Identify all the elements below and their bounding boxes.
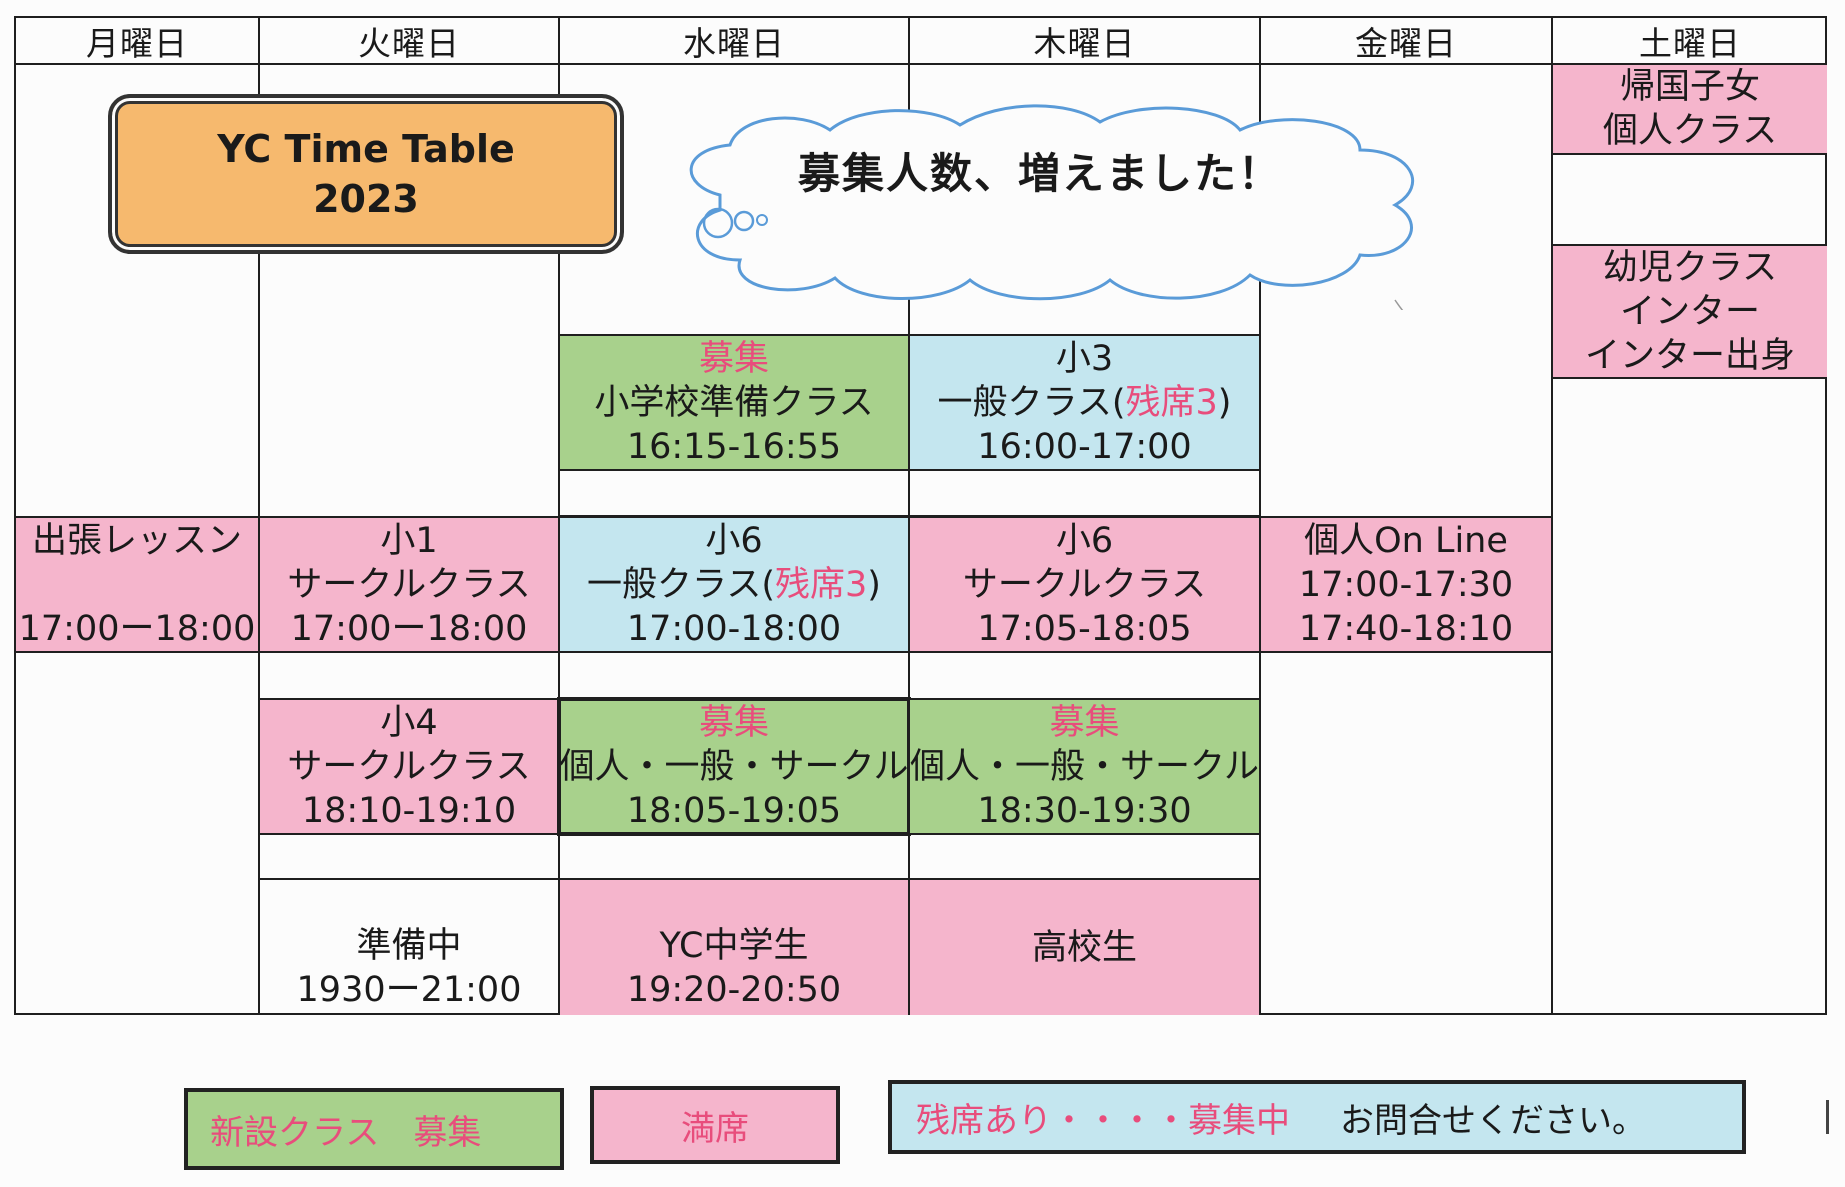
class-name: 個人・一般・サークル <box>559 746 909 787</box>
edge-mark <box>1826 1100 1829 1134</box>
class-thu-sho6[interactable]: 小6 サークルクラス 17:05-18:05 <box>910 516 1259 653</box>
class-time: 17:00-17:30 <box>1298 564 1514 605</box>
class-thu-kokosei[interactable]: 高校生 <box>910 880 1259 1015</box>
class-name: 帰国子女 <box>1619 67 1760 107</box>
column-divider <box>258 18 260 1013</box>
column-divider <box>1259 18 1261 1013</box>
class-name: YC中学生 <box>659 925 809 966</box>
class-grade: 小1 <box>380 520 438 561</box>
class-type: 一般クラス( <box>587 564 776 605</box>
class-name: 出張レッスン <box>31 520 242 561</box>
class-fri-kojin-online[interactable]: 個人On Line 17:00-17:30 17:40-18:10 <box>1261 516 1551 653</box>
title-year: 2023 <box>313 177 419 221</box>
class-time: 18:10-19:10 <box>301 790 517 831</box>
class-time: 16:00-17:00 <box>977 426 1192 467</box>
row-divider <box>560 515 1259 517</box>
class-time: 17:00-18:00 <box>626 608 842 649</box>
remaining-seats: 残席3 <box>775 564 868 605</box>
paren-close: ) <box>1217 382 1232 423</box>
class-name: 高校生 <box>1031 927 1137 968</box>
class-mon-shutcho[interactable]: 出張レッスン 17:00ー18:00 <box>16 516 258 653</box>
remaining-seats: 残席3 <box>1125 382 1218 423</box>
class-tue-sho1[interactable]: 小1 サークルクラス 17:00ー18:00 <box>260 516 558 653</box>
class-name: 一般クラス(残席3) <box>938 381 1232 425</box>
class-name: 小学校準備クラス <box>594 382 874 423</box>
class-time: 17:40-18:10 <box>1298 608 1514 649</box>
paren-close: ) <box>867 564 881 605</box>
legend-full-label: 満席 <box>681 1108 749 1149</box>
class-name: サークルクラス <box>962 564 1207 605</box>
class-tue-sho4[interactable]: 小4 サークルクラス 18:10-19:10 <box>260 698 558 835</box>
class-wed-shogakko-junbi[interactable]: 募集 小学校準備クラス 16:15-16:55 <box>560 334 908 471</box>
class-type: 個人クラス <box>1602 111 1778 151</box>
class-grade: 小6 <box>1055 520 1114 561</box>
class-time: 18:05-19:05 <box>626 790 842 831</box>
class-name: サークルクラス <box>287 746 531 787</box>
class-name: 一般クラス(残席3) <box>587 563 881 607</box>
class-name: 個人On Line <box>1304 520 1508 561</box>
class-time: 18:30-19:30 <box>977 790 1192 831</box>
class-name: サークルクラス <box>287 564 531 605</box>
class-grade: 小4 <box>380 702 438 743</box>
class-thu-sho3[interactable]: 小3 一般クラス(残席3) 16:00-17:00 <box>910 334 1259 471</box>
recruiting-label: 募集 <box>1049 702 1120 743</box>
header-divider <box>16 63 1825 65</box>
cloud-message: 募集人数、増えました！ <box>797 149 1282 198</box>
class-time: 17:00ー18:00 <box>18 608 256 649</box>
class-time: 17:05-18:05 <box>977 608 1192 649</box>
legend-remaining-label: 残席あり・・・・募集中 <box>916 1100 1290 1141</box>
timetable-grid: 月曜日 火曜日 水曜日 木曜日 金曜日 土曜日 帰国子女 個人クラス 幼児クラス… <box>14 16 1827 1015</box>
day-header-wednesday: 水曜日 <box>683 24 785 63</box>
column-divider <box>558 18 560 1013</box>
class-wed-yc-chugakusei[interactable]: YC中学生 19:20-20:50 <box>560 880 908 1015</box>
day-header-thursday: 木曜日 <box>1033 24 1136 63</box>
day-header-tuesday: 火曜日 <box>358 24 460 63</box>
day-header-saturday: 土曜日 <box>1639 24 1741 63</box>
class-tue-junbichu[interactable]: 準備中 1930ー21:00 <box>260 878 558 1015</box>
class-wed-sho6[interactable]: 小6 一般クラス(残席3) 17:00-18:00 <box>560 516 908 653</box>
legend-inquiry-label: お問合せください。 <box>1340 1100 1646 1141</box>
cloud-bubble-icon <box>689 104 1415 310</box>
class-name: 幼児クラス <box>1602 247 1778 288</box>
legend-new-label: 新設クラス 募集 <box>210 1112 482 1153</box>
class-grade: 小3 <box>1055 338 1114 379</box>
legend-remaining: 残席あり・・・・募集中 お問合せください。 <box>888 1080 1746 1154</box>
class-type: 一般クラス( <box>937 382 1126 423</box>
recruiting-label: 募集 <box>698 702 769 743</box>
title-text: YC Time Table <box>217 127 515 171</box>
class-type: インター <box>1619 291 1760 332</box>
class-name: 個人・一般・サークル <box>910 746 1259 787</box>
day-header-monday: 月曜日 <box>86 24 188 63</box>
class-time: 16:15-16:55 <box>626 426 842 467</box>
title-sign: YC Time Table 2023 <box>108 94 624 254</box>
class-sat-youji[interactable]: 幼児クラス インター インター出身 <box>1553 244 1827 379</box>
class-time: 19:20-20:50 <box>626 969 842 1010</box>
class-name: 準備中 <box>356 925 462 966</box>
legend-new-class: 新設クラス 募集 <box>184 1088 564 1170</box>
class-time: 17:00ー18:00 <box>290 608 528 649</box>
day-header-friday: 金曜日 <box>1355 24 1457 63</box>
legend-full: 満席 <box>590 1086 840 1164</box>
class-time: 1930ー21:00 <box>296 969 522 1010</box>
class-thu-bosyu[interactable]: 募集 個人・一般・サークル 18:30-19:30 <box>910 698 1259 835</box>
recruiting-label: 募集 <box>698 338 769 379</box>
column-divider <box>1551 18 1553 1013</box>
class-grade: 小6 <box>705 520 763 561</box>
class-sat-kikoku[interactable]: 帰国子女 個人クラス <box>1553 65 1827 155</box>
row-divider <box>560 878 1259 880</box>
class-wed-bosyu[interactable]: 募集 個人・一般・サークル 18:05-19:05 <box>557 697 911 836</box>
class-type: インター出身 <box>1584 335 1795 376</box>
